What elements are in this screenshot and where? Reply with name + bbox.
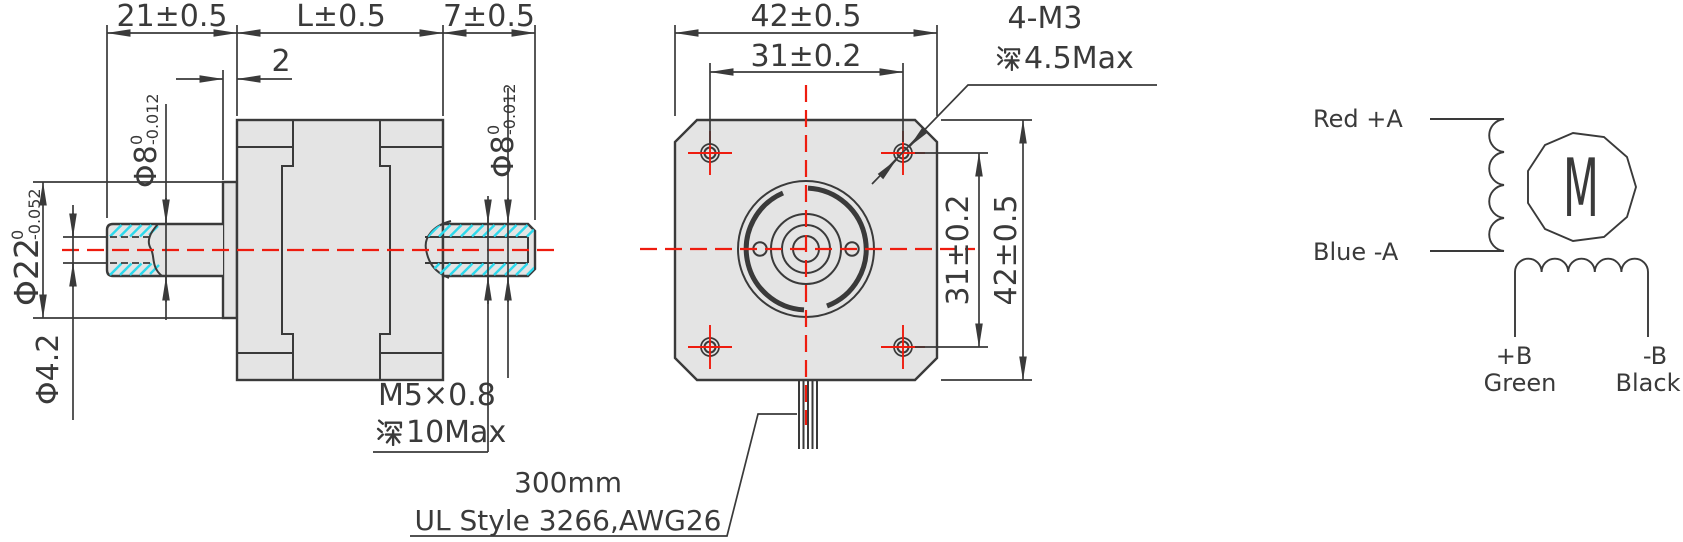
label-wire-spec: UL Style 3266,AWG26 [414, 504, 721, 537]
dim-body-length: L±0.5 [296, 0, 386, 34]
side-view: 21±0.5 L±0.5 7±0.5 2 Φ8 0 -0.012 Φ8 0 -0… [7, 0, 558, 453]
svg-text:Φ22: Φ22 [7, 238, 46, 306]
dim-overall-width: 42±0.5 [750, 0, 861, 34]
label-rear-tap-thread: M5×0.8 [378, 378, 496, 413]
dim-hole-spacing-v: 31±0.2 [941, 194, 976, 305]
label-mounting-holes: 4-M3 [1008, 1, 1083, 36]
label-phase-b-minus-terminal: -B [1643, 342, 1667, 370]
dim-front-shaft-dia: Φ8 0 -0.012 [127, 93, 164, 188]
side-view-dimensions [33, 25, 536, 453]
dim-front-hole-dia: Φ4.2 [31, 334, 66, 405]
svg-text:-0.012: -0.012 [143, 93, 162, 145]
phase-a-coil [1430, 118, 1505, 252]
motor-symbol: M [1563, 143, 1599, 236]
svg-text:0: 0 [8, 230, 27, 240]
lead-wires [798, 381, 818, 449]
front-thread-hatching [109, 224, 160, 276]
svg-text:-0.052: -0.052 [25, 188, 44, 240]
dim-hole-spacing-h: 31±0.2 [750, 39, 861, 74]
svg-text:0: 0 [484, 125, 503, 135]
label-phase-a-minus: Blue -A [1313, 238, 1399, 266]
motor-circle [1527, 132, 1637, 242]
label-phase-b-minus-color: Black [1616, 369, 1681, 397]
svg-text:31±0.2: 31±0.2 [941, 194, 976, 305]
svg-text:Φ4.2: Φ4.2 [31, 334, 66, 405]
label-mounting-holes-depth: 4.5Max [1024, 41, 1134, 76]
depth-char-glyph-m3 [996, 46, 1021, 71]
front-view: 42±0.5 31±0.2 31±0.2 42±0.5 4-M3 4.5Max … [410, 0, 1157, 537]
front-cap-boundary [281, 120, 294, 380]
dim-rear-shaft-length: 7±0.5 [443, 0, 535, 34]
label-phase-b-plus-terminal: +B [1496, 342, 1533, 370]
label-wire-length: 300mm [514, 466, 622, 499]
dim-overall-height: 42±0.5 [989, 194, 1024, 305]
label-phase-b-plus-color: Green [1484, 369, 1557, 397]
label-rear-tap-depth: 10Max [406, 415, 506, 450]
dim-pilot-boss-dia: Φ22 0 -0.052 [7, 188, 46, 306]
svg-text:42±0.5: 42±0.5 [989, 194, 1024, 305]
phase-b-coil [1514, 257, 1649, 337]
front-view-dimensions [410, 25, 1157, 537]
dim-rear-shaft-dia: Φ8 0 -0.012 [484, 83, 521, 178]
svg-text:Φ8: Φ8 [129, 145, 164, 188]
wiring-diagram: M Red +A Blue -A +B -B Green Black [1313, 105, 1681, 397]
svg-text:Φ8: Φ8 [486, 135, 521, 178]
end-cap-lines [237, 146, 443, 354]
label-phase-a-plus: Red +A [1313, 105, 1403, 133]
svg-text:-0.012: -0.012 [500, 83, 519, 135]
dim-front-shaft-length: 21±0.5 [116, 0, 227, 34]
svg-text:0: 0 [127, 135, 146, 145]
depth-char-glyph-m5 [376, 419, 403, 446]
dim-boss-height: 2 [271, 44, 290, 79]
